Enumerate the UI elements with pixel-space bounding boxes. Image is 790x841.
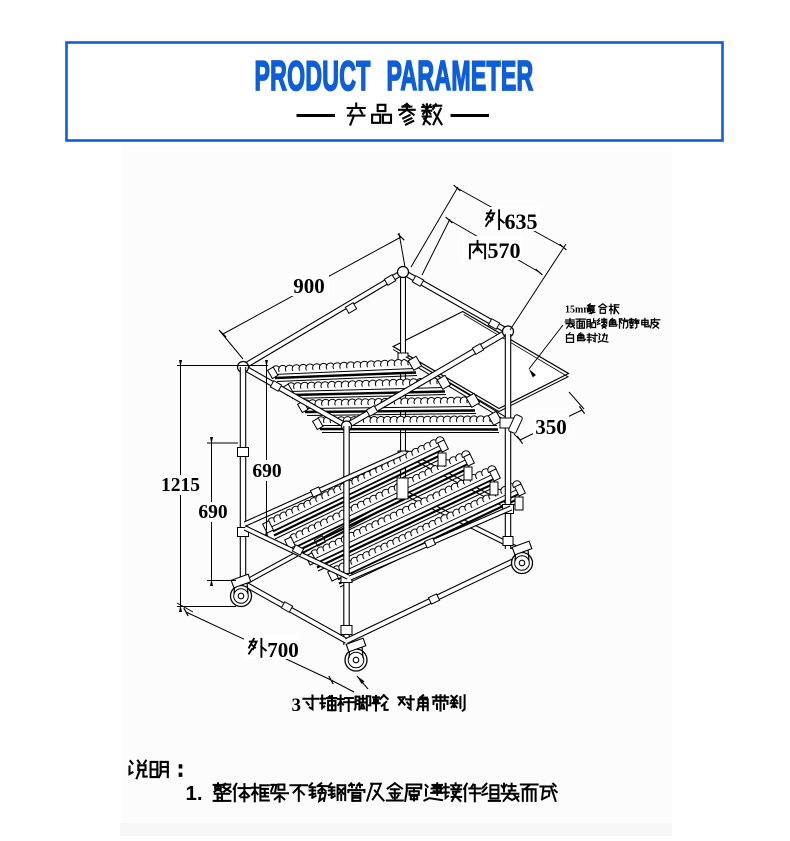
svg-text:900: 900 (293, 274, 325, 298)
svg-text:690: 690 (198, 502, 227, 523)
svg-text:635: 635 (505, 209, 538, 234)
svg-text:1.: 1. (185, 782, 202, 805)
svg-text:3: 3 (292, 695, 302, 716)
svg-text:700: 700 (267, 638, 299, 662)
svg-text:1215: 1215 (161, 475, 200, 496)
svg-text:570: 570 (488, 238, 521, 263)
svg-text:350: 350 (535, 415, 567, 439)
svg-text:15mm: 15mm (565, 305, 592, 316)
svg-text:690: 690 (252, 461, 281, 482)
svg-text:PRODUCT PARAMETER: PRODUCT PARAMETER (254, 53, 533, 100)
